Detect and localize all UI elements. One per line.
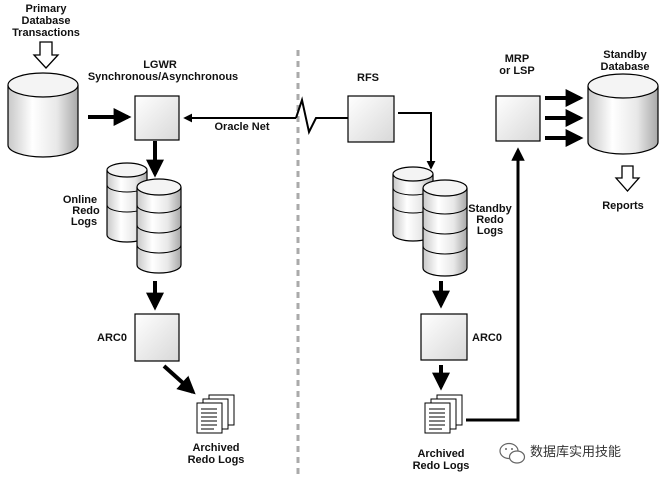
mrp-label-2: or LSP: [499, 65, 534, 77]
oracle-net-label: Oracle Net: [214, 121, 269, 133]
archived-to-mrp-arrow: [466, 147, 525, 422]
online-redo-label-1: Online: [63, 194, 97, 206]
primary-db-label-2: Database: [22, 15, 71, 27]
reports-label: Reports: [602, 200, 644, 212]
primary-db-label-1: Primary: [26, 3, 68, 15]
transactions-arrow-icon: [32, 41, 60, 69]
rfs-to-standby-redo-arrow: [398, 112, 436, 170]
standby-db-label-1: Standby: [603, 49, 647, 61]
primary-database-icon: [7, 72, 79, 158]
archived-logs-primary-icon: [196, 394, 235, 434]
rfs-process-box: [347, 95, 395, 143]
mrp-lsp-process-box: [495, 95, 541, 142]
online-redo-logs-icon: [106, 162, 182, 274]
archived-standby-label-2: Redo Logs: [413, 460, 470, 472]
watermark-text: 数据库实用技能: [530, 444, 621, 460]
primary-db-label-3: Transactions: [12, 27, 80, 39]
archived-standby-label-1: Archived: [417, 448, 464, 460]
archived-logs-standby-icon: [424, 394, 463, 434]
standby-redo-logs-icon: [392, 166, 468, 277]
lgwr-label: LGWR: [143, 59, 177, 71]
standby-redo-label-1: Standby: [468, 203, 512, 215]
reports-arrow-icon: [614, 165, 641, 192]
arc0-standby-label: ARC0: [472, 332, 502, 344]
arc0-primary-box: [134, 313, 180, 362]
archived-primary-label-2: Redo Logs: [188, 454, 245, 466]
arc0-to-archived-arrow: [162, 364, 196, 395]
online-redo-label-3: Logs: [71, 216, 97, 228]
arc0-standby-box: [420, 313, 468, 361]
standby-redo-label-2: Redo: [476, 214, 504, 226]
online-redo-label-2: Redo: [72, 205, 100, 217]
rfs-label: RFS: [357, 72, 379, 84]
mrp-label-1: MRP: [505, 53, 529, 65]
lgwr-mode-label: Synchronous/Asynchronous: [88, 71, 238, 83]
archived-primary-label-1: Archived: [192, 442, 239, 454]
oracle-net-link: [295, 96, 348, 135]
wechat-icon: [499, 442, 526, 464]
lgwr-process-box: [134, 95, 180, 141]
standby-redo-label-3: Logs: [477, 225, 503, 237]
standby-db-label-2: Database: [601, 61, 650, 73]
standby-database-icon: [587, 73, 659, 155]
arc0-primary-label: ARC0: [97, 332, 127, 344]
